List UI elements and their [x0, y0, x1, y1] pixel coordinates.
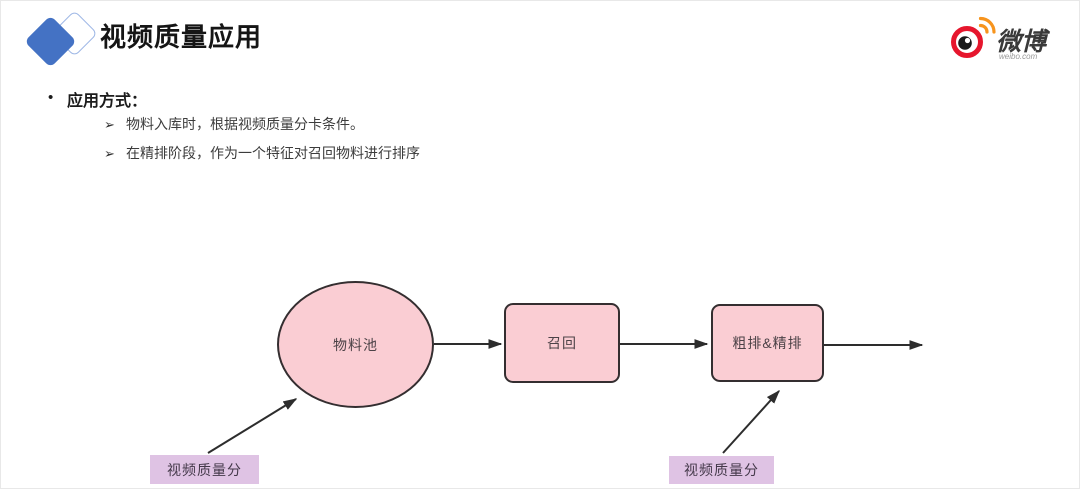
- tag-video-quality-score-left: 视频质量分: [150, 455, 259, 484]
- weibo-eye-highlight-icon: [964, 37, 971, 44]
- sub-bullet-2: ➢ 在精排阶段，作为一个特征对召回物料进行排序: [104, 143, 420, 163]
- weibo-signal-arc-small-icon: [978, 23, 989, 34]
- title-diamond-icon: [24, 7, 98, 68]
- sub-bullet-arrow-glyph: ➢: [104, 146, 115, 161]
- arrow-score-to-pool: [207, 398, 298, 454]
- arrow-score-to-rank: [722, 389, 780, 454]
- page-title: 视频质量应用: [100, 22, 263, 52]
- weibo-signal-arc-large-icon: [978, 16, 996, 34]
- sub-bullet-2-text: 在精排阶段，作为一个特征对召回物料进行排序: [126, 145, 420, 161]
- sub-bullet-1-text: 物料入库时，根据视频质量分卡条件。: [126, 116, 364, 132]
- tag-video-quality-score-right: 视频质量分: [669, 456, 774, 484]
- node-material-pool: 物料池: [277, 281, 434, 408]
- weibo-brand-text: 微博: [996, 28, 1051, 56]
- weibo-logo-graphic: 微博 weibo.com: [951, 16, 1051, 61]
- weibo-logo: 微博 weibo.com: [944, 15, 1069, 63]
- weibo-eye-ring-icon: [951, 26, 983, 58]
- sub-bullet-1: ➢ 物料入库时，根据视频质量分卡条件。: [104, 114, 364, 134]
- weibo-eye-pupil-icon: [958, 36, 972, 50]
- sub-bullet-arrow-glyph: ➢: [104, 117, 115, 132]
- bullet-heading: 应用方式：: [67, 93, 148, 110]
- bullet-glyph: •: [48, 89, 54, 106]
- node-recall: 召回: [504, 303, 620, 383]
- node-coarse-fine-rank: 粗排&精排: [711, 304, 824, 382]
- weibo-domain-text: weibo.com: [999, 52, 1038, 61]
